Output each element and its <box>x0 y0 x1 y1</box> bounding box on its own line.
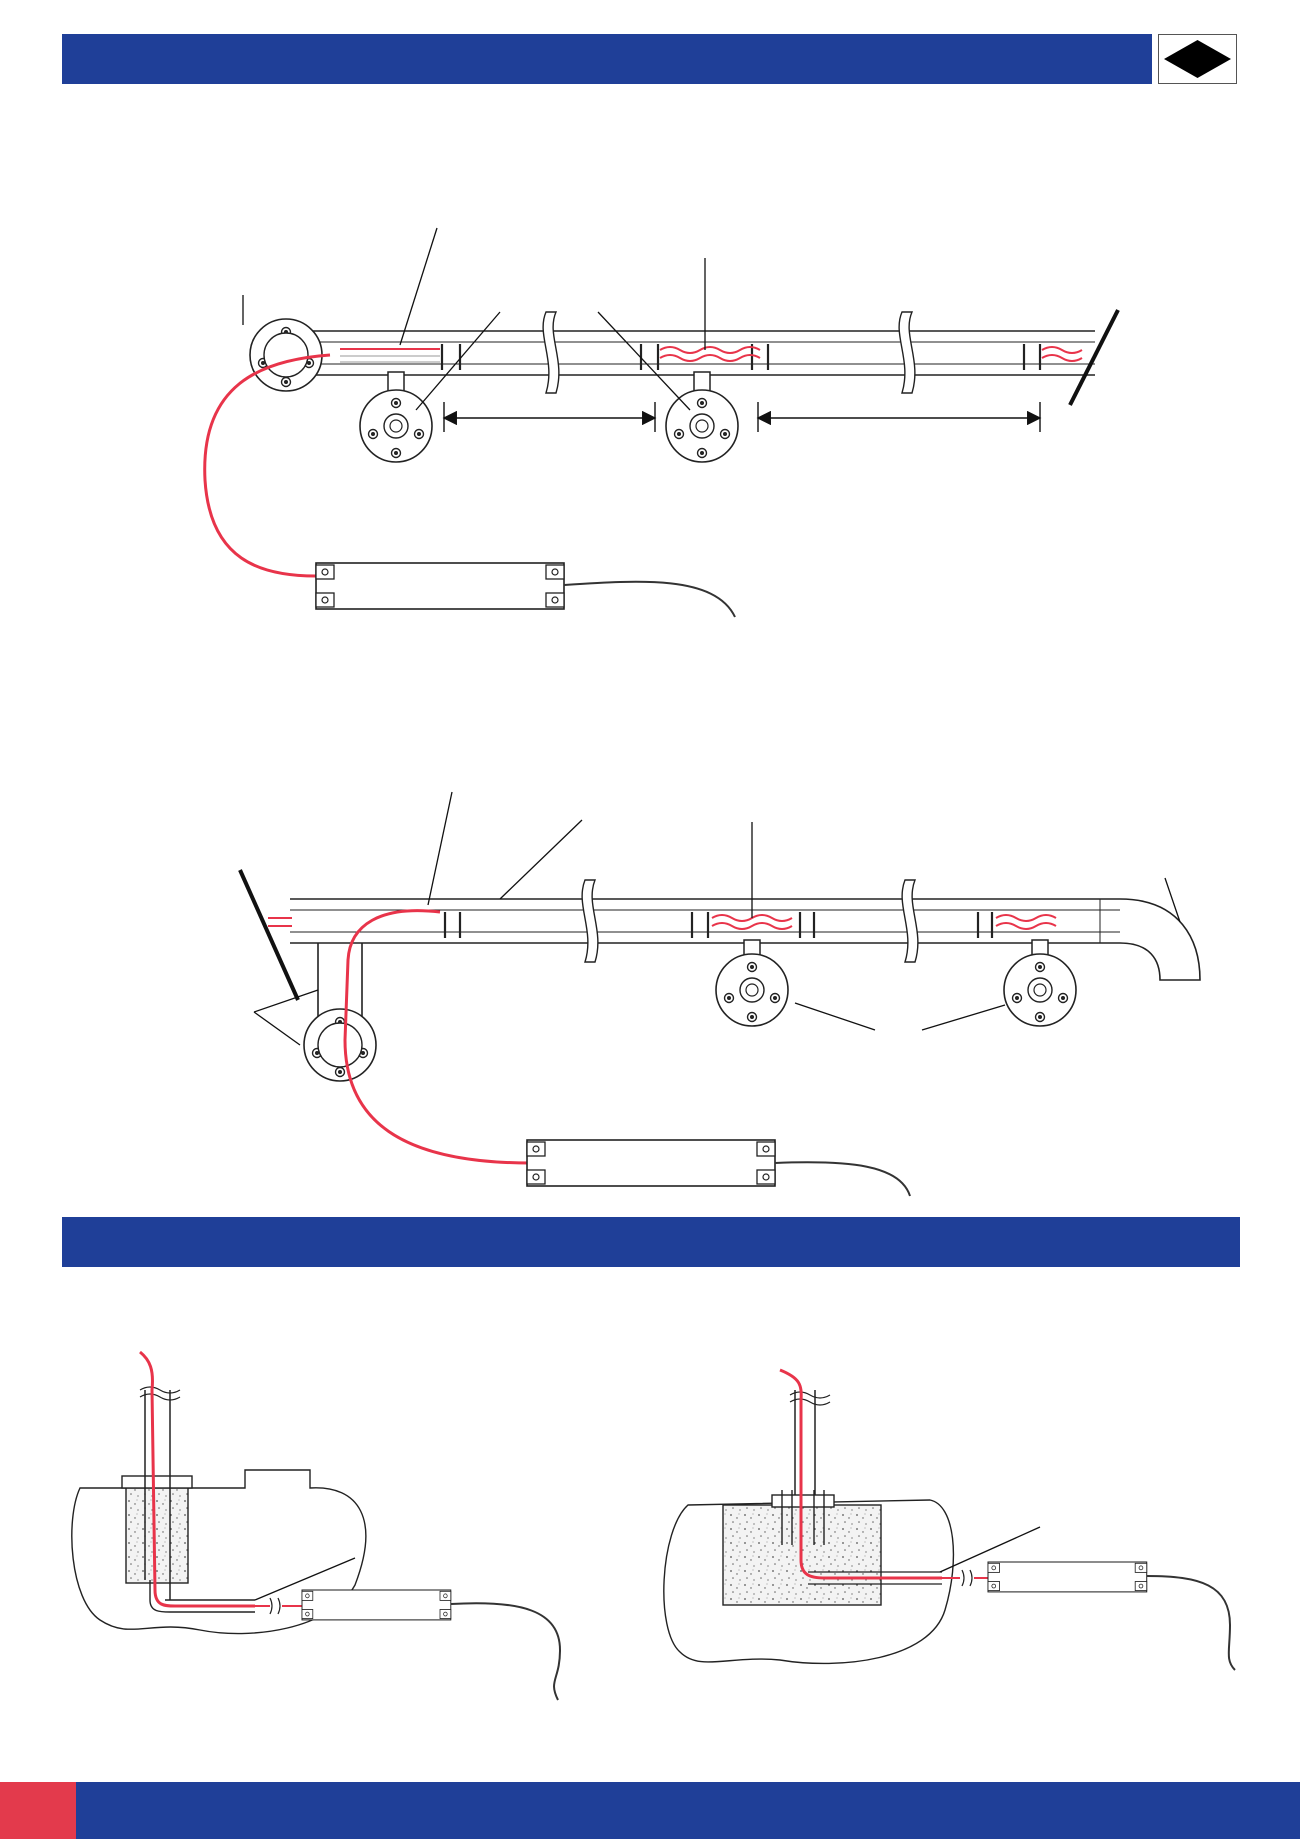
figure-2-handrail-floor-mount <box>238 791 1201 1197</box>
logo <box>1158 34 1237 84</box>
header-band <box>62 34 1152 84</box>
diamond-logo-icon <box>1164 40 1231 78</box>
section-band <box>62 1217 1240 1267</box>
footer-band <box>76 1782 1300 1839</box>
figure-4-floor-post-concrete-block <box>663 1368 1236 1671</box>
figure-3-floor-post-core-drill <box>71 1350 562 1701</box>
figure-1-handrail-wall-mount <box>203 227 1120 618</box>
footer-accent <box>0 1782 76 1839</box>
